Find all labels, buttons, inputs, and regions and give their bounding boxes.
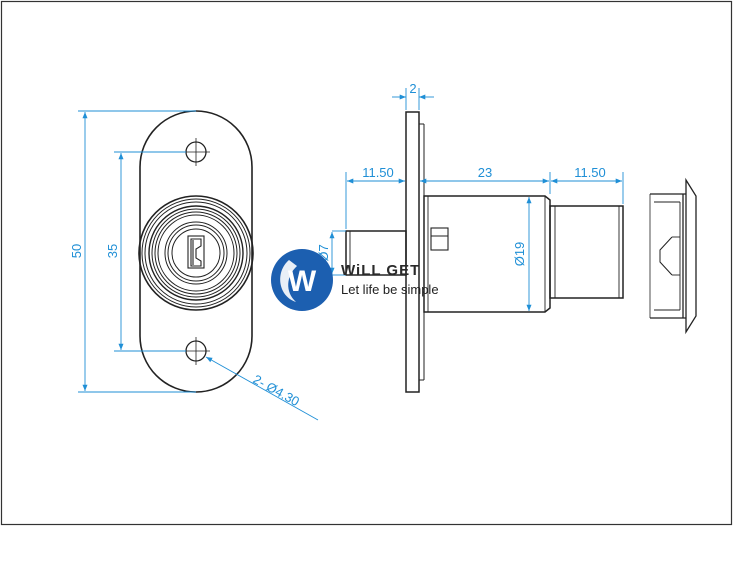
drawing-frame [0, 0, 733, 526]
front-view [138, 110, 254, 393]
strike-plate-view [649, 177, 697, 335]
keyway [187, 235, 205, 269]
latch-pin [345, 230, 407, 276]
body-diameter-dimension: Ø19 [512, 242, 527, 267]
company-logo: W WiLL GET Let life be simple [271, 249, 439, 311]
tail-length-dimension: 11.50 [574, 165, 606, 180]
lock-body [423, 195, 551, 313]
lock-cylinder-face [138, 195, 254, 311]
logo-name: WiLL GET [341, 262, 420, 279]
side-view-dimensions [329, 88, 624, 311]
pin-length-dimension: 11.50 [362, 165, 394, 180]
lock-tail [549, 205, 624, 299]
hole-callout-dimension: 2- Ø4.30 [251, 372, 303, 410]
logo-mark-letter: W [288, 265, 317, 298]
logo-tagline: Let life be simple [341, 282, 439, 297]
plate-thickness-dimension: 2 [409, 81, 416, 96]
front-view-dimensions [78, 110, 319, 421]
overall-height-dimension: 50 [69, 244, 84, 258]
mounting-hole-bottom [182, 337, 210, 365]
mounting-hole-top [182, 138, 210, 166]
body-length-dimension: 23 [478, 165, 492, 180]
hole-spacing-dimension: 35 [105, 244, 120, 258]
side-mounting-plate [405, 111, 420, 393]
side-view [345, 111, 624, 393]
